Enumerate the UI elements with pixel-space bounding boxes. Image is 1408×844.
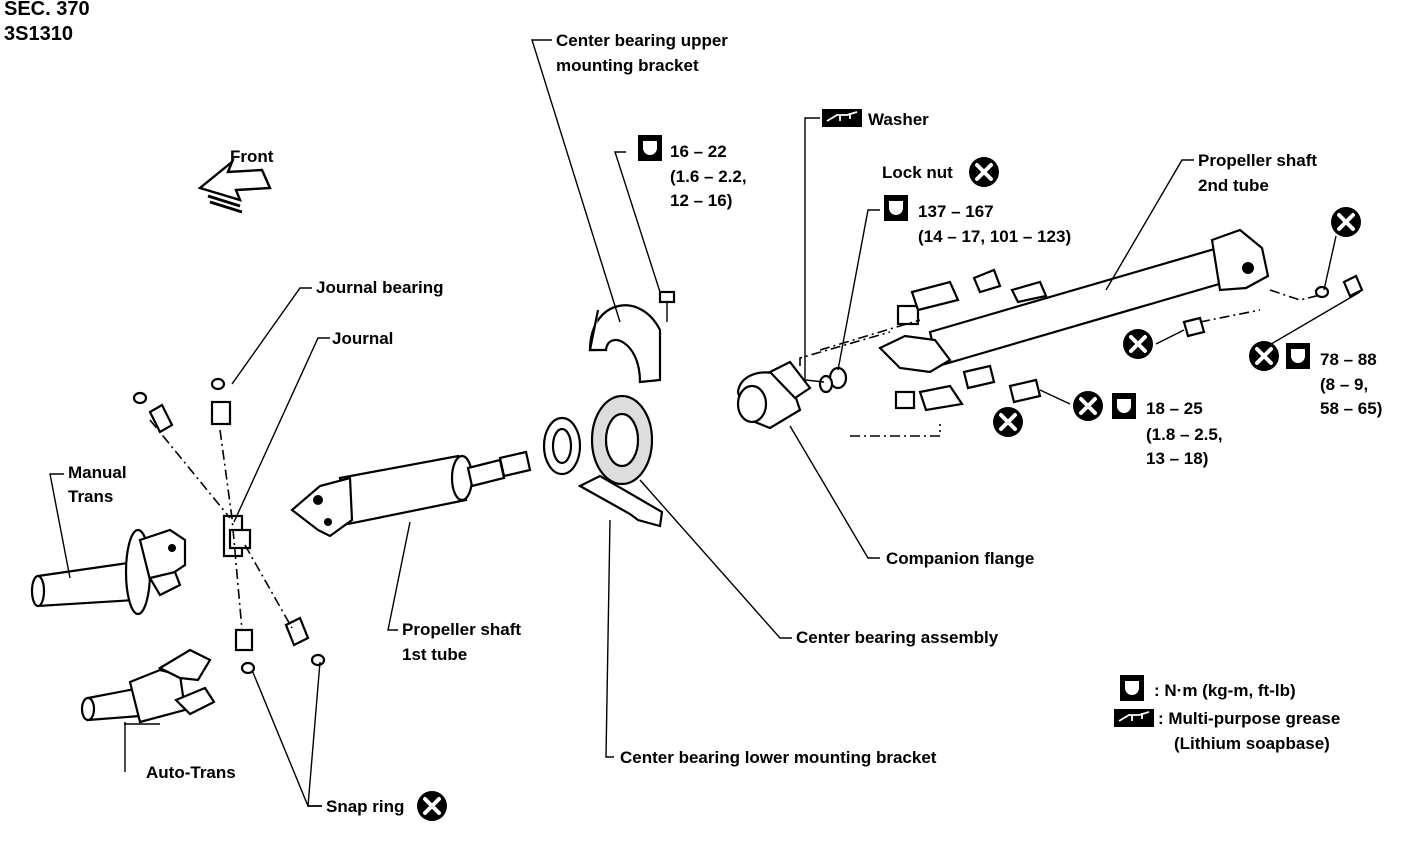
replace-part-x-icon (1121, 327, 1155, 361)
label-shaft-2nd-2: 2nd tube (1198, 176, 1269, 195)
torque-wrench-icon (1286, 343, 1310, 369)
label-lock-nut: Lock nut (882, 163, 953, 182)
leader-lines (49, 39, 1361, 807)
legend: : N·m (kg-m, ft-lb) : Multi-purpose grea… (1113, 675, 1340, 753)
replace-part-x-icon (1071, 389, 1105, 423)
flange-yoke-journal (818, 268, 1364, 412)
diagram-code: 3S1310 (4, 23, 73, 45)
torque-wrench-icon (1112, 393, 1136, 419)
torque-flange-1: 137 – 167 (918, 202, 994, 221)
label-lower-bracket: Center bearing lower mounting bracket (620, 748, 937, 767)
torque-mid-3: 13 – 18) (1146, 449, 1208, 468)
torque-wrench-icon (884, 195, 908, 221)
replace-part-x-icon (991, 405, 1025, 439)
label-center-bearing-assembly: Center bearing assembly (796, 628, 999, 647)
torque-flange-2: (14 – 17, 101 – 123) (918, 227, 1071, 246)
replace-part-x-icon (415, 789, 449, 823)
label-companion-flange: Companion flange (886, 549, 1034, 568)
legend-grease-2: (Lithium soapbase) (1174, 734, 1330, 753)
label-washer: Washer (868, 110, 929, 129)
center-bearing-upper-bracket (588, 290, 676, 384)
auto-trans-yoke (80, 648, 216, 724)
label-shaft-2nd-1: Propeller shaft (1198, 151, 1317, 170)
grease-icon (821, 108, 863, 128)
label-snap-ring: Snap ring (326, 797, 404, 816)
replace-part-x-icon (1329, 205, 1363, 239)
torque-rear-3: 58 – 65) (1320, 399, 1382, 418)
propeller-shaft-1st-tube (290, 450, 532, 538)
torque-mid-1: 18 – 25 (1146, 399, 1203, 418)
torque-wrench-icon (638, 135, 662, 161)
center-bearing-lower-bracket (577, 474, 664, 528)
torque-wrench-icon (1120, 675, 1144, 701)
label-shaft-1st-1: Propeller shaft (402, 620, 521, 639)
torque-upper-3: 12 – 16) (670, 191, 732, 210)
label-upper-bracket-1: Center bearing upper (556, 31, 728, 50)
label-upper-bracket-2: mounting bracket (556, 56, 699, 75)
legend-grease-1: : Multi-purpose grease (1158, 709, 1340, 728)
torque-upper-2: (1.6 – 2.2, (670, 167, 747, 186)
section-number: SEC. 370 (4, 0, 90, 20)
label-journal-bearing: Journal bearing (316, 278, 444, 297)
torque-rear-1: 78 – 88 (1320, 350, 1377, 369)
torque-rear-2: (8 – 9, (1320, 375, 1368, 394)
grease-icon (1113, 708, 1155, 728)
manual-trans-yoke (30, 528, 187, 616)
replace-part-x-icon (1247, 339, 1281, 373)
front-label: Front (230, 147, 274, 166)
front-arrow-icon (197, 158, 272, 214)
label-auto-trans: Auto-Trans (146, 763, 236, 782)
label-journal: Journal (332, 329, 393, 348)
label-shaft-1st-2: 1st tube (402, 645, 467, 664)
label-manual-trans-1: Manual (68, 463, 127, 482)
torque-mid-2: (1.8 – 2.5, (1146, 425, 1223, 444)
label-manual-trans-2: Trans (68, 487, 113, 506)
torque-upper-1: 16 – 22 (670, 142, 727, 161)
companion-flange (736, 360, 812, 430)
replace-part-x-icon (967, 155, 1001, 189)
center-bearing-assembly (542, 394, 654, 486)
legend-torque-unit: : N·m (kg-m, ft-lb) (1154, 681, 1296, 700)
propeller-shaft-2nd-tube (928, 228, 1270, 368)
journal-assembly (132, 377, 326, 675)
